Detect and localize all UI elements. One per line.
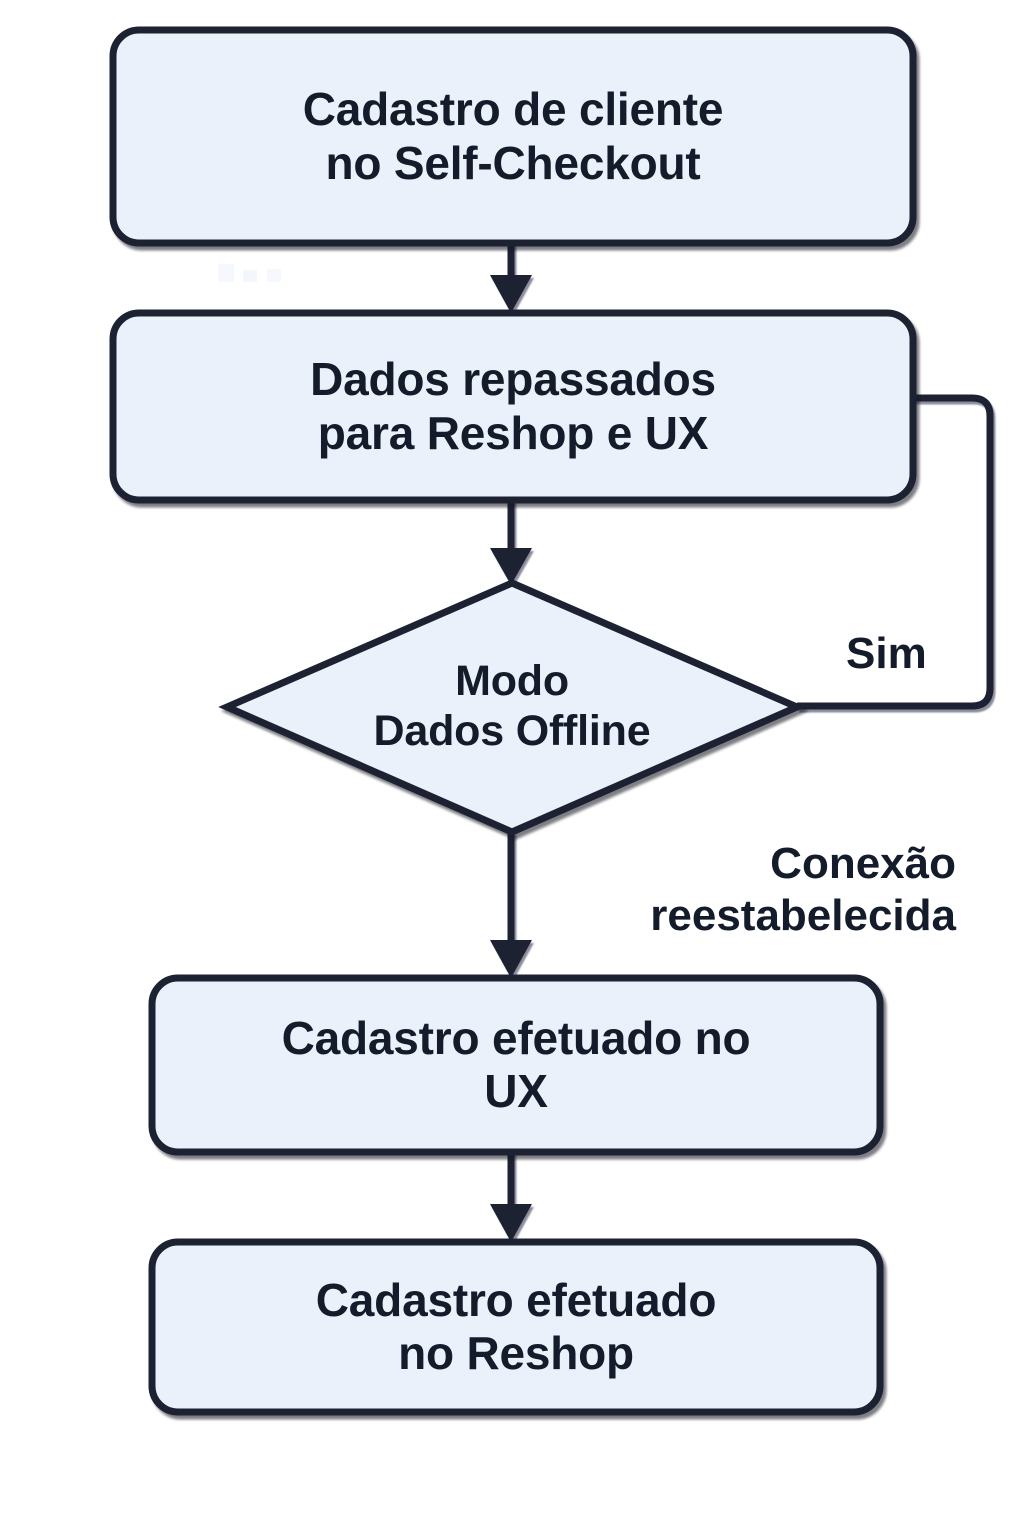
hit-node-dados-repassados[interactable] bbox=[113, 313, 913, 500]
node-modo-dados-offline[interactable] bbox=[218, 579, 806, 836]
node-cadastro-efetuado-reshop[interactable] bbox=[148, 1238, 884, 1416]
edge-cadastro-to-dados bbox=[490, 243, 532, 313]
node-cadastro-cliente[interactable] bbox=[109, 26, 917, 247]
edge-modo-to-ux bbox=[490, 832, 532, 978]
faint-artifact-marks bbox=[218, 264, 281, 282]
hit-node-modo-dados-offline[interactable] bbox=[227, 583, 797, 832]
node-cadastro-efetuado-ux[interactable] bbox=[148, 974, 884, 1156]
edge-modo-sim-loop bbox=[797, 394, 994, 710]
hit-node-cadastro-efetuado-ux[interactable] bbox=[152, 978, 880, 1152]
hit-node-cadastro-efetuado-reshop[interactable] bbox=[152, 1242, 880, 1412]
hit-node-cadastro-cliente[interactable] bbox=[113, 30, 913, 243]
node-dados-repassados[interactable] bbox=[109, 309, 917, 504]
edge-dados-to-modo bbox=[490, 500, 532, 585]
edge-ux-to-reshop bbox=[490, 1152, 532, 1242]
